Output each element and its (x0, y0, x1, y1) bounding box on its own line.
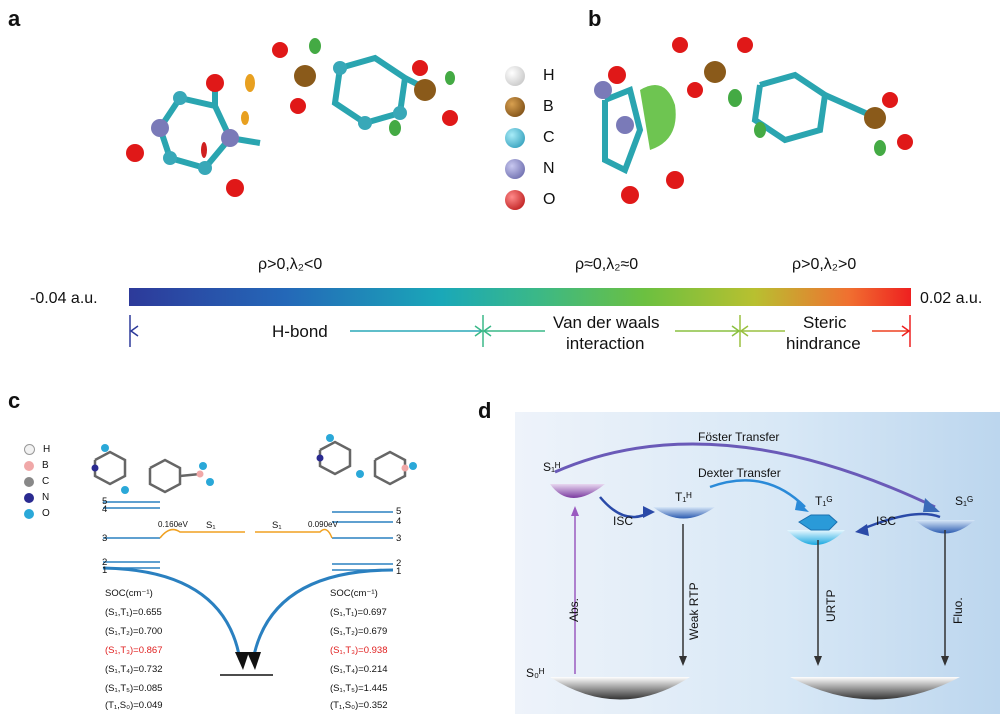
molecule-b-illustration (594, 37, 913, 204)
foster-transfer-label: Föster Transfer (698, 430, 780, 444)
energy-level-diagram-c (91, 434, 417, 676)
atom-n-icon (24, 492, 34, 503)
panel-label-a: a (8, 6, 21, 31)
region-label-right: ρ>0,λ₂>0 (792, 256, 857, 273)
atom-c-icon (505, 128, 525, 148)
soc-right-4: (S₁,T₄)=0.214 (330, 664, 388, 675)
colorbar-min-label: -0.04 a.u. (30, 290, 98, 307)
legend-c-c: C (24, 476, 49, 487)
atom-c-icon (24, 476, 34, 487)
legend-label: N (42, 492, 50, 503)
s1-left-label: S₁ (206, 520, 216, 531)
legend-label: O (42, 508, 50, 519)
panel-d-background (515, 412, 1000, 714)
panel-label-d: d (478, 398, 492, 423)
atom-b-icon (24, 460, 34, 471)
legend-label: H (43, 444, 51, 455)
s1h-label: S₁ᴴ (543, 460, 561, 474)
gap-left-label: 0.160eV (158, 520, 188, 529)
level-left-1: 1 (102, 565, 108, 576)
s1-right-label: S₁ (272, 520, 282, 531)
soc-left-3: (S₁,T₃)=0.867 (105, 645, 163, 656)
dexter-transfer-label: Dexter Transfer (698, 466, 781, 480)
legend-c-n: N (24, 492, 49, 503)
legend-item-n: N (505, 159, 555, 179)
range-label-steric-line1: Steric (803, 313, 847, 332)
soc-left-4: (S₁,T₄)=0.732 (105, 664, 163, 675)
soc-right-5: (S₁,T₅)=1.445 (330, 683, 388, 694)
s1g-label: S₁ᴳ (955, 494, 974, 508)
atom-o-icon (505, 190, 525, 210)
level-right-5: 5 (396, 506, 402, 517)
urtp-label: URTP (824, 589, 838, 622)
legend-item-b: B (505, 97, 554, 117)
legend-label: C (543, 129, 555, 146)
legend-c-b: B (24, 460, 49, 471)
molecule-a-illustration (126, 38, 458, 197)
level-right-4: 4 (396, 516, 402, 527)
atom-b-icon (505, 97, 525, 117)
soc-right-1: (S₁,T₁)=0.697 (330, 607, 387, 618)
legend-label: B (543, 98, 554, 115)
soc-title-right: SOC(cm⁻¹) (330, 588, 378, 599)
soc-left-5: (S₁,T₅)=0.085 (105, 683, 163, 694)
level-left-3: 3 (102, 533, 108, 544)
level-right-1: 1 (396, 566, 402, 577)
colorbar-range-arrows (129, 315, 911, 347)
range-label-hbond: H-bond (272, 322, 328, 341)
range-label-steric-line2: hindrance (786, 334, 861, 353)
legend-label: O (543, 191, 556, 208)
atom-n-icon (505, 159, 525, 179)
soc-right-3: (S₁,T₃)=0.938 (330, 645, 388, 656)
weak-rtp-label: Weak RTP (687, 582, 701, 640)
level-right-3: 3 (396, 533, 402, 544)
soc-title-left: SOC(cm⁻¹) (105, 588, 153, 599)
t1h-label: T₁ᴴ (675, 490, 692, 504)
t1g-label: T₁ᴳ (815, 494, 833, 508)
legend-item-h: H (505, 66, 555, 86)
legend-label: N (543, 160, 555, 177)
legend-c-h: H (24, 444, 50, 455)
panel-label-c: c (8, 388, 21, 413)
range-label-vdw-line2: interaction (566, 334, 645, 353)
legend-c-o: O (24, 508, 50, 519)
region-label-mid: ρ≈0,λ₂≈0 (575, 256, 639, 273)
atom-o-icon (24, 508, 34, 519)
legend-label: H (543, 67, 555, 84)
colorbar-max-label: 0.02 a.u. (920, 290, 983, 307)
level-left-5: 5 (102, 496, 108, 507)
colorbar (129, 288, 911, 306)
level-left-4: 4 (102, 504, 108, 515)
fluo-label: Fluo. (951, 597, 965, 624)
panel-label-b: b (588, 6, 602, 31)
jablonski-diagram-d (550, 442, 975, 700)
legend-item-o: O (505, 190, 555, 210)
soc-right-2: (S₁,T₂)=0.679 (330, 626, 388, 637)
isc-right-label: ISC (876, 514, 897, 528)
atom-h-icon (505, 66, 525, 86)
legend-label: B (42, 460, 49, 471)
soc-left-2: (S₁,T₂)=0.700 (105, 626, 163, 637)
isc-left-label: ISC (613, 514, 634, 528)
level-right-2: 2 (396, 558, 402, 569)
level-left-2: 2 (102, 557, 108, 568)
soc-right-6: (T₁,S₀)=0.352 (330, 700, 388, 711)
atom-h-icon (24, 444, 35, 455)
soc-left-1: (S₁,T₁)=0.655 (105, 607, 162, 618)
s0h-label: S₀ᴴ (526, 666, 545, 680)
legend-item-c: C (505, 128, 555, 148)
legend-label: C (42, 476, 50, 487)
region-label-left: ρ>0,λ₂<0 (258, 256, 323, 273)
abs-label: Abs. (567, 597, 581, 622)
gap-right-label: 0.090eV (308, 520, 338, 529)
range-label-vdw-line1: Van der waals (553, 313, 660, 332)
soc-left-6: (T₁,S₀)=0.049 (105, 700, 163, 711)
